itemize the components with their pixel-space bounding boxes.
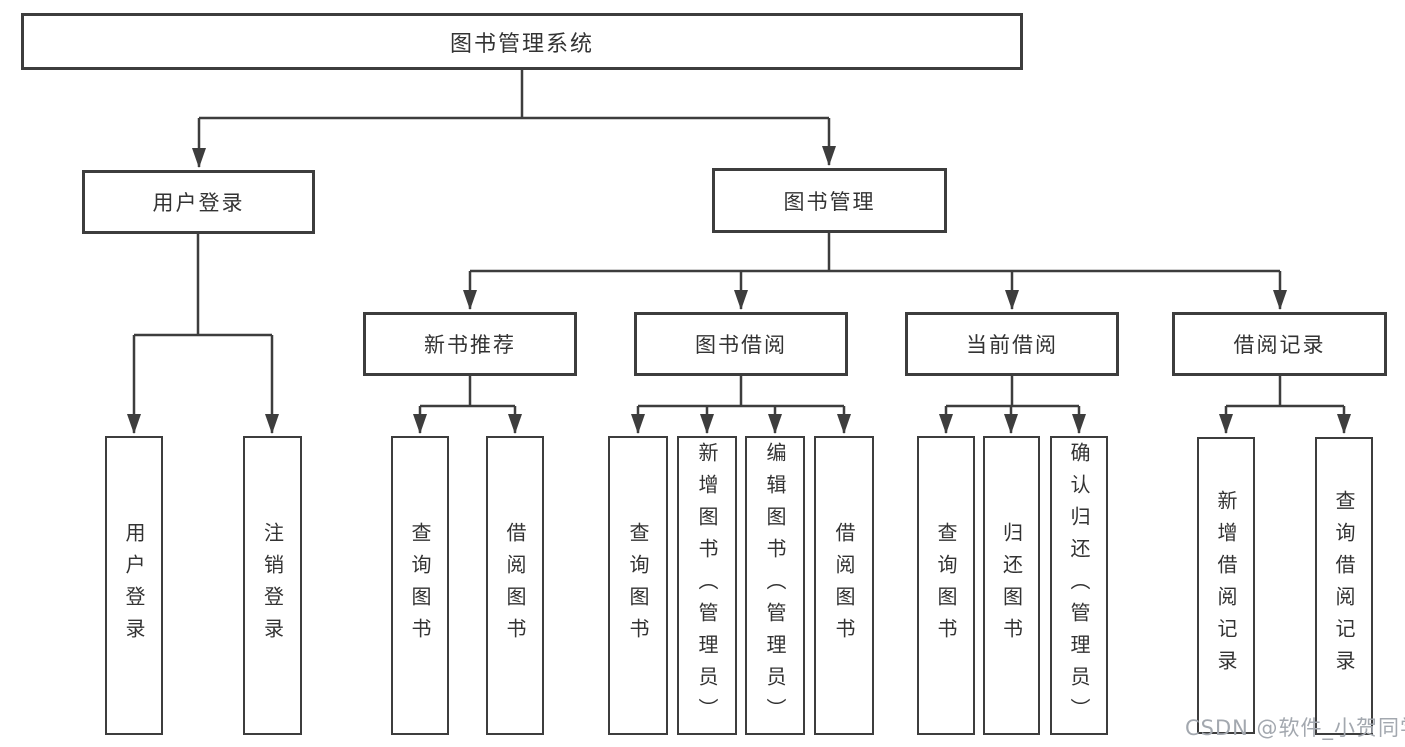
leaf-borrow-edit-books: 编辑图书（管理员） xyxy=(745,436,805,735)
node-user-login: 用户登录 xyxy=(82,170,315,234)
leaf-current-confirm-return-label: 确认归还（管理员） xyxy=(1067,441,1091,730)
leaf-current-return-books-label: 归还图书 xyxy=(999,521,1024,650)
leaf-current-query-books-label: 查询图书 xyxy=(934,521,958,650)
node-book-borrow: 图书借阅 xyxy=(634,312,848,376)
node-book-management-label: 图书管理 xyxy=(783,189,876,214)
node-borrow-records-label: 借阅记录 xyxy=(1233,333,1326,357)
leaf-borrow-edit-books-label: 编辑图书（管理员） xyxy=(763,441,787,730)
node-root: 图书管理系统 xyxy=(21,13,1023,70)
leaf-current-confirm-return: 确认归还（管理员） xyxy=(1050,436,1108,735)
leaf-current-return-books: 归还图书 xyxy=(983,436,1040,735)
node-book-management: 图书管理 xyxy=(712,168,947,233)
leaf-records-query-record: 查询借阅记录 xyxy=(1315,437,1373,735)
leaf-recommend-query-books-label: 查询图书 xyxy=(408,521,432,650)
leaf-borrow-query-books-label: 查询图书 xyxy=(626,521,650,650)
leaf-records-add-record: 新增借阅记录 xyxy=(1197,437,1255,734)
leaf-recommend-borrow-books-label: 借阅图书 xyxy=(503,521,527,650)
leaf-borrow-query-books: 查询图书 xyxy=(608,436,668,735)
leaf-records-query-record-label: 查询借阅记录 xyxy=(1332,490,1356,682)
leaf-logout-label: 注销登录 xyxy=(260,521,285,650)
node-current-borrow: 当前借阅 xyxy=(905,312,1119,376)
leaf-borrow-borrow-books: 借阅图书 xyxy=(814,436,874,735)
leaf-recommend-borrow-books: 借阅图书 xyxy=(486,436,544,735)
node-book-borrow-label: 图书借阅 xyxy=(695,333,787,357)
leaf-recommend-query-books: 查询图书 xyxy=(391,436,449,735)
node-new-book-recommend: 新书推荐 xyxy=(363,312,577,376)
node-current-borrow-label: 当前借阅 xyxy=(966,333,1058,357)
leaf-current-query-books: 查询图书 xyxy=(917,436,975,735)
leaf-user-login-label: 用户登录 xyxy=(122,521,146,650)
leaf-user-login: 用户登录 xyxy=(105,436,163,735)
leaf-borrow-add-books-label: 新增图书（管理员） xyxy=(695,441,719,730)
csdn-watermark: CSDN @软件_小贺同学 xyxy=(1185,716,1405,740)
node-root-label: 图书管理系统 xyxy=(449,31,594,57)
leaf-borrow-borrow-books-label: 借阅图书 xyxy=(832,521,856,650)
leaf-records-add-record-label: 新增借阅记录 xyxy=(1214,489,1238,682)
leaf-borrow-add-books: 新增图书（管理员） xyxy=(677,436,737,735)
node-user-login-label: 用户登录 xyxy=(152,191,245,215)
leaf-logout: 注销登录 xyxy=(243,436,302,735)
node-borrow-records: 借阅记录 xyxy=(1172,312,1387,376)
node-new-book-recommend-label: 新书推荐 xyxy=(424,333,516,357)
